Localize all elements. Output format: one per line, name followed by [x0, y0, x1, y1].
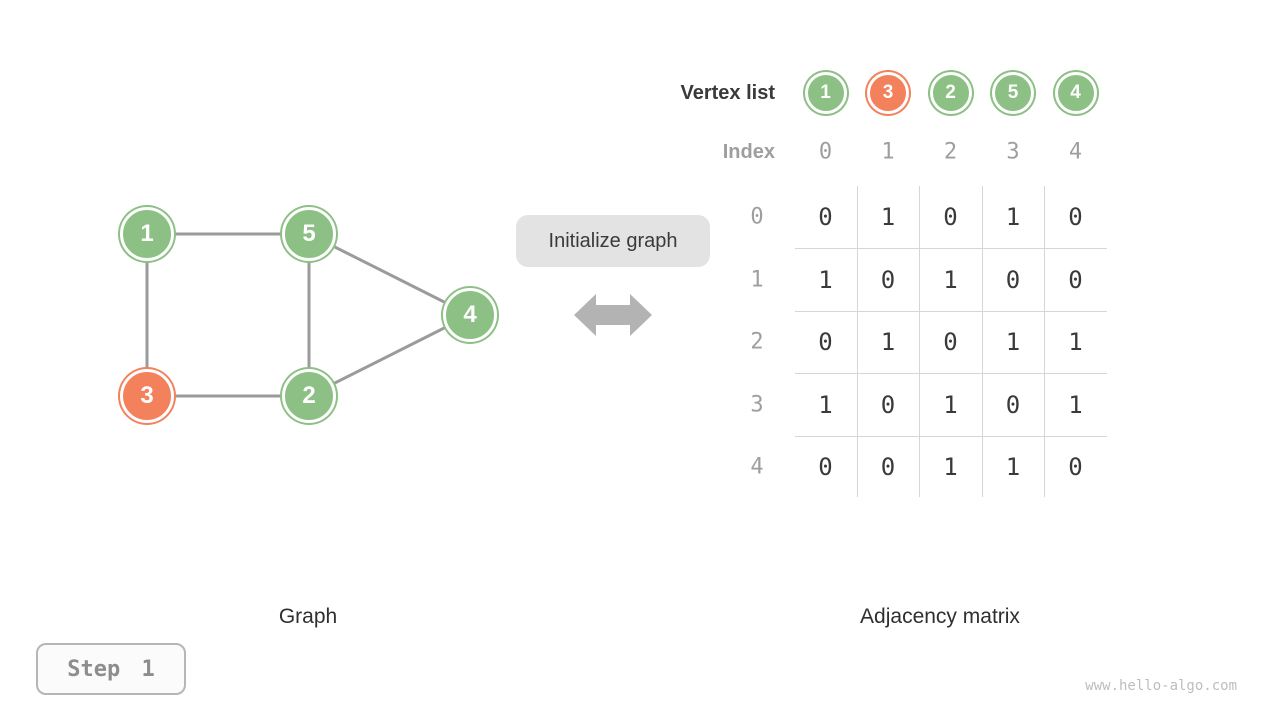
index-digit: 3 [1006, 139, 1020, 165]
matrix-row-label: 0 [750, 204, 764, 230]
matrix-cell: 0 [880, 390, 896, 419]
matrix-cell: 0 [818, 203, 833, 231]
vertex-circle-label: 2 [945, 82, 956, 103]
index-label: Index [722, 141, 775, 163]
graph-node-5: 5 [282, 207, 336, 261]
matrix-cell: 1 [943, 390, 958, 419]
matrix-cell: 0 [943, 203, 958, 231]
matrix-cell: 1 [943, 265, 958, 294]
vertex-circle-label: 5 [1007, 82, 1019, 103]
matrix-row-label: 4 [750, 454, 764, 479]
vertex-list-label: Vertex list [680, 82, 775, 104]
matrix-cell: 0 [943, 328, 958, 356]
matrix-cell: 1 [1005, 328, 1021, 356]
matrix-cell: 0 [818, 452, 833, 481]
graph-node-label: 4 [463, 301, 477, 328]
vertex-circle-3: 3 [867, 72, 909, 114]
graph-node-label: 2 [302, 382, 316, 409]
matrix-grid-vline [919, 186, 920, 497]
index-digit: 4 [1068, 139, 1083, 165]
matrix-grid-hline [795, 248, 1107, 249]
matrix-cell: 0 [1068, 265, 1083, 294]
graph-node-label: 1 [140, 220, 154, 247]
matrix-row-label: 3 [750, 392, 764, 417]
matrix-grid-vline [1044, 186, 1045, 497]
matrix-cell: 1 [1005, 452, 1021, 481]
step-button[interactable]: Step 1 [36, 643, 186, 695]
index-digit: 2 [943, 139, 958, 165]
matrix-grid-hline [795, 310, 1107, 312]
matrix-cell: 0 [818, 328, 833, 356]
matrix-cell: 0 [1005, 265, 1021, 294]
graph-node-label: 3 [140, 382, 154, 409]
graph-node-1: 1 [120, 207, 174, 261]
matrix-cell: 1 [1068, 390, 1083, 419]
vertex-circle-5: 5 [992, 72, 1034, 114]
watermark: www.hello-algo.com [1085, 678, 1237, 694]
matrix-cell: 1 [880, 328, 896, 356]
vertex-circle-1: 1 [804, 72, 847, 114]
matrix-cell: 0 [1005, 390, 1021, 419]
matrix-cell: 0 [1068, 203, 1083, 231]
vertex-circle-2: 2 [929, 72, 972, 114]
matrix-cell: 1 [1068, 328, 1083, 356]
graph-node-label: 5 [302, 220, 316, 247]
matrix-grid-vline [856, 186, 858, 497]
vertex-circle-label: 1 [820, 82, 831, 103]
graph-node-4: 4 [443, 288, 497, 342]
vertex-circle-label: 4 [1070, 82, 1081, 103]
matrix-cell: 0 [880, 452, 896, 481]
matrix-cell: 0 [880, 265, 896, 294]
matrix-cell: 1 [818, 265, 833, 294]
index-digit: 0 [818, 139, 833, 165]
matrix-cell: 1 [880, 203, 896, 231]
matrix-grid-hline [795, 435, 1107, 437]
matrix-cell: 1 [1005, 203, 1021, 231]
matrix-grid-hline [795, 373, 1107, 374]
matrix-row-label: 1 [750, 267, 764, 292]
graph-node-2: 2 [282, 369, 336, 423]
operation-label: Initialize graph [516, 215, 710, 267]
graph-node-3: 3 [120, 369, 174, 423]
vertex-circle-4: 4 [1054, 72, 1097, 114]
matrix-cell: 1 [943, 452, 958, 481]
double-arrow-icon [574, 294, 652, 336]
graph-caption: Graph [278, 605, 338, 628]
matrix-cell: 1 [818, 390, 833, 419]
index-digit: 1 [881, 139, 895, 165]
matrix-row-label: 2 [750, 329, 764, 355]
vertex-circle-label: 3 [882, 82, 894, 103]
matrix-grid-vline [981, 186, 983, 497]
matrix-caption: Adjacency matrix [860, 605, 1020, 628]
matrix-cell: 0 [1068, 452, 1083, 481]
